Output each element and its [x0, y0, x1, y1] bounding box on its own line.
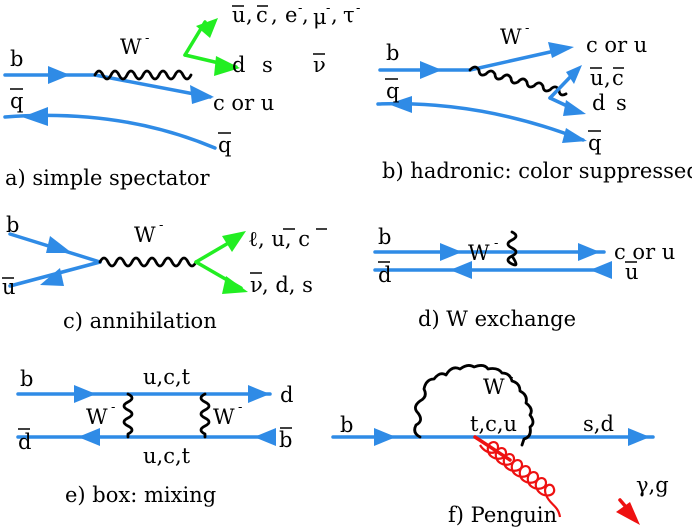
- label-mu: μ: [313, 5, 327, 29]
- label-nubar: ν: [250, 273, 263, 297]
- label-c-or-u: c or u: [213, 91, 274, 115]
- label-b: b: [6, 213, 19, 237]
- w-boson-a: [93, 69, 193, 81]
- label-w: W: [468, 241, 490, 265]
- w-boson-loop: [413, 364, 535, 447]
- svg-text:,: ,: [271, 3, 278, 27]
- panel-e-box-mixing: b d u,c,t u,c,t d b W - W - e) box: mixi…: [16, 365, 293, 507]
- panel-b-hadronic: b q W - c or u u , c d s q b) hadronic: …: [376, 21, 692, 183]
- svg-text:-: -: [145, 31, 149, 46]
- label-ubar: u: [2, 275, 16, 299]
- label-w: W: [134, 223, 156, 247]
- label-tau: τ: [343, 3, 355, 27]
- label-cbar: c: [612, 66, 624, 90]
- label-e: e: [285, 3, 297, 27]
- label-sd: s,d: [583, 412, 614, 436]
- label-b: b: [340, 413, 353, 437]
- panel-a-simple-spectator: b q W - u , c , e - , μ - , τ - d s ν c …: [3, 1, 360, 190]
- label-gamma-g: γ,g: [636, 473, 669, 497]
- svg-text:-: -: [356, 1, 360, 16]
- label-nubar: ν: [313, 53, 326, 77]
- caption-a: a) simple spectator: [5, 166, 211, 190]
- label-w: W: [500, 25, 522, 49]
- label-w-right: W: [213, 405, 235, 429]
- panel-f-penguin: b W - t,c,u s,d γ,g f) Penguin: [331, 364, 669, 527]
- svg-text:,: ,: [246, 3, 253, 27]
- label-qbar: q: [10, 89, 23, 113]
- svg-text:-: -: [494, 236, 498, 251]
- svg-text:-: -: [525, 21, 529, 36]
- label-d: d: [232, 53, 245, 77]
- label-b: b: [386, 41, 399, 65]
- label-d: d: [592, 91, 605, 115]
- c-quark-line: [93, 73, 212, 99]
- label-ubar: u: [625, 260, 639, 284]
- label-bottom-mid: u,c,t: [143, 444, 191, 468]
- panel-d-w-exchange: b d W - c or u u d) W exchange: [373, 225, 675, 331]
- svg-text:-: -: [159, 218, 163, 233]
- arrow: [190, 85, 214, 104]
- label-dbar: d: [18, 430, 31, 454]
- label-ubar: u: [232, 3, 246, 27]
- svg-text:, u, c: , u, c: [258, 227, 310, 251]
- label-b: b: [20, 367, 33, 391]
- label-s: s: [262, 53, 273, 77]
- label-w: W: [483, 375, 505, 399]
- caption-d: d) W exchange: [418, 307, 576, 331]
- label-w: W: [120, 35, 142, 59]
- label-qbar: q: [386, 79, 399, 103]
- label-c-or-u: c or u: [586, 33, 647, 57]
- w-boson-e-left: [122, 392, 134, 439]
- svg-text:,: ,: [302, 3, 309, 27]
- arrow: [48, 66, 70, 84]
- label-lepton: ℓ: [248, 227, 258, 251]
- label-b: b: [10, 47, 23, 71]
- label-ubar: u: [590, 66, 604, 90]
- gluon-photon-coil: [479, 441, 562, 518]
- svg-text:-: -: [238, 400, 242, 415]
- svg-text:,: ,: [331, 3, 338, 27]
- label-qbar-out: q: [218, 133, 231, 157]
- w-boson-c: [98, 256, 198, 268]
- arrow: [22, 107, 48, 126]
- label-w-left: W: [86, 405, 108, 429]
- caption-b: b) hadronic: color suppressed: [382, 159, 692, 183]
- caption-f: f) Penguin: [448, 503, 557, 527]
- w-boson-b: [468, 65, 568, 97]
- caption-c: c) annihilation: [63, 309, 217, 333]
- svg-text:-: -: [298, 1, 302, 16]
- label-d-out: d: [280, 383, 293, 407]
- panel-c-annihilation: b u W - ℓ , u, c ν , d, s c) annihilatio…: [2, 213, 327, 333]
- label-qbar-out: q: [588, 131, 601, 155]
- label-top-mid: u,c,t: [143, 365, 191, 389]
- svg-text:-: -: [111, 400, 115, 415]
- svg-text:-: -: [326, 1, 330, 16]
- label-b: b: [378, 225, 391, 249]
- svg-text:-: -: [509, 370, 513, 385]
- caption-e: e) box: mixing: [65, 483, 216, 507]
- svg-text:, d, s: , d, s: [262, 273, 313, 297]
- label-loop: t,c,u: [470, 412, 517, 436]
- label-s: s: [616, 91, 627, 115]
- label-bbar-out: b: [279, 428, 292, 452]
- label-dbar: d: [378, 263, 391, 287]
- w-boson-e-right: [199, 392, 211, 439]
- photon-arrow: [616, 502, 640, 525]
- svg-text:,: ,: [604, 66, 611, 90]
- label-c-or-u: c or u: [614, 240, 675, 264]
- w-boson-d: [506, 230, 518, 267]
- label-cbar: c: [256, 3, 268, 27]
